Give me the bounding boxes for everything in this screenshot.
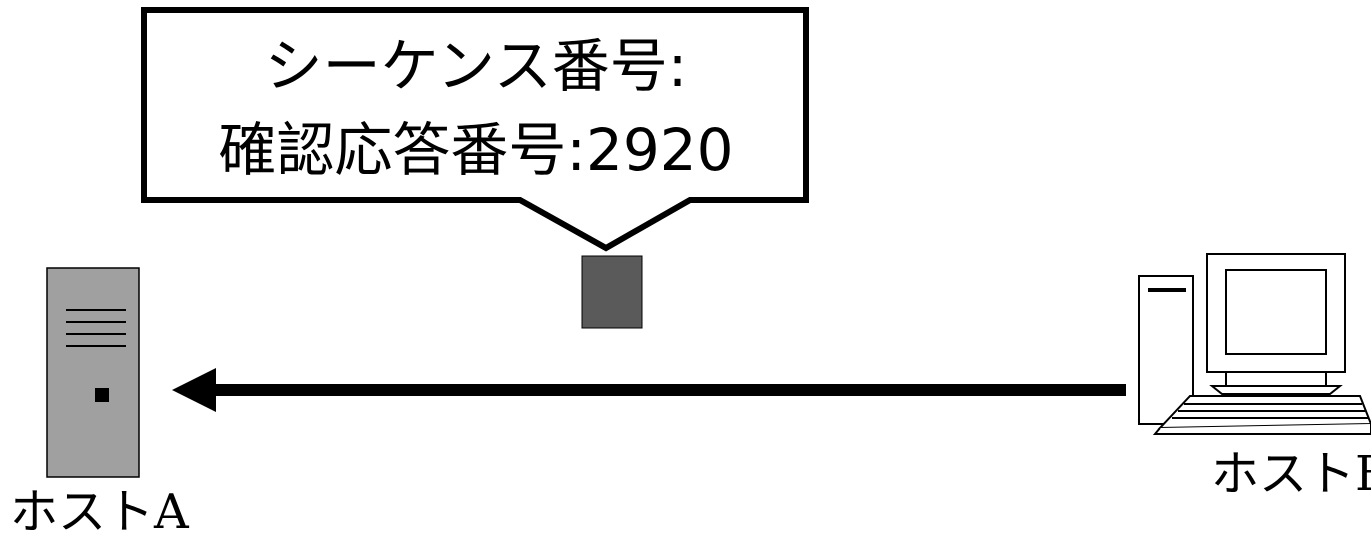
transmission-arrow [172, 368, 1126, 412]
callout-line-ack-number: 確認応答番号:2920 [218, 116, 733, 184]
desktop-computer-icon [1138, 253, 1371, 435]
server-tower-icon [46, 267, 140, 478]
callout-line-sequence-number: シーケンス番号: [265, 32, 688, 100]
host-a-label: ホストA [10, 484, 190, 540]
callout-bubble [141, 7, 809, 252]
arrow-head-icon [172, 368, 216, 412]
packet-icon [581, 255, 643, 329]
host-b-label: ホストB [1211, 446, 1371, 502]
callout: シーケンス番号: 確認応答番号:2920 [141, 7, 809, 252]
